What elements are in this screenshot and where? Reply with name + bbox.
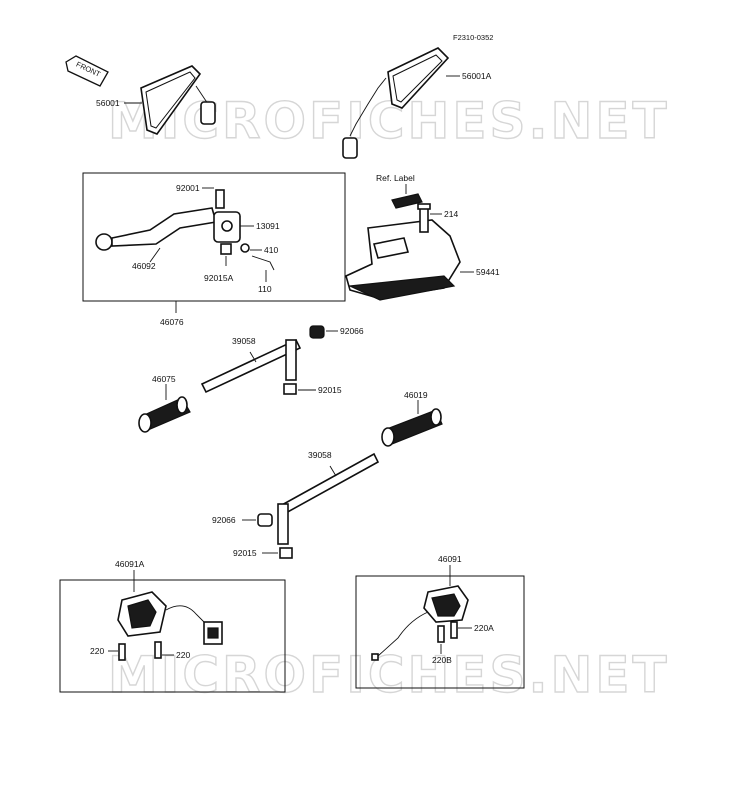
label-220-a: 220 <box>90 646 104 656</box>
weight-upper-icon <box>309 325 325 339</box>
weight-lower-icon <box>257 513 273 527</box>
label-13091: 13091 <box>256 221 280 231</box>
label-59441: 59441 <box>476 267 500 277</box>
ref-label: Ref. Label <box>376 173 415 183</box>
nut-upper-icon <box>283 383 297 395</box>
pivot-bolt-icon <box>251 255 275 271</box>
label-46076: 46076 <box>160 317 184 327</box>
clutch-lever-icon <box>95 207 218 251</box>
mirror-right-icon <box>342 47 450 159</box>
nut-lower-icon <box>279 547 293 559</box>
lever-assembly-box <box>82 172 346 302</box>
lever-holder-icon <box>213 189 241 243</box>
washer-icon <box>240 243 250 253</box>
label-92015a: 92015A <box>204 273 234 283</box>
label-56001: 56001 <box>96 98 120 108</box>
label-220a: 220A <box>474 623 494 633</box>
label-410: 410 <box>264 245 278 255</box>
grip-left-icon <box>138 396 191 433</box>
label-46091: 46091 <box>438 554 462 564</box>
switch-left-box <box>59 579 286 693</box>
screw-220a-icon <box>450 621 458 639</box>
diagram-code: F2310-0352 <box>453 33 493 42</box>
label-46092: 46092 <box>132 261 156 271</box>
grip-right-icon <box>381 408 443 447</box>
label-46091a: 46091A <box>115 559 145 569</box>
label-92066-lower: 92066 <box>212 515 236 525</box>
label-46019: 46019 <box>404 390 428 400</box>
label-39058-lower: 39058 <box>308 450 332 460</box>
screw-220b-icon <box>437 625 445 643</box>
ref-label-sticker-icon <box>391 193 423 209</box>
label-39058-upper: 39058 <box>232 336 256 346</box>
screw-214-icon <box>417 203 431 233</box>
nut-icon <box>220 243 232 255</box>
watermark-bottom: MICROFICHES.NET <box>108 646 670 704</box>
label-220-b: 220 <box>176 650 190 660</box>
mirror-left-icon <box>140 65 216 135</box>
label-110: 110 <box>258 284 272 294</box>
front-arrow-icon: FRONT <box>65 55 109 87</box>
bar-lower-icon <box>277 452 380 545</box>
label-220b: 220B <box>432 655 452 665</box>
label-46075: 46075 <box>152 374 176 384</box>
label-92001: 92001 <box>176 183 200 193</box>
cover-icon <box>345 219 461 301</box>
label-92015-lower: 92015 <box>233 548 257 558</box>
screw-220-left-icon <box>118 643 126 661</box>
watermark-top: MICROFICHES.NET <box>108 92 670 150</box>
label-56001a: 56001A <box>462 71 492 81</box>
label-214: 214 <box>444 209 458 219</box>
switch-right-box <box>355 575 525 689</box>
switch-right-icon <box>371 585 469 661</box>
label-92015-upper: 92015 <box>318 385 342 395</box>
label-92066-upper: 92066 <box>340 326 364 336</box>
switch-left-icon <box>117 591 223 645</box>
screw-220-mid-icon <box>154 641 162 659</box>
bar-upper-icon <box>200 338 302 394</box>
